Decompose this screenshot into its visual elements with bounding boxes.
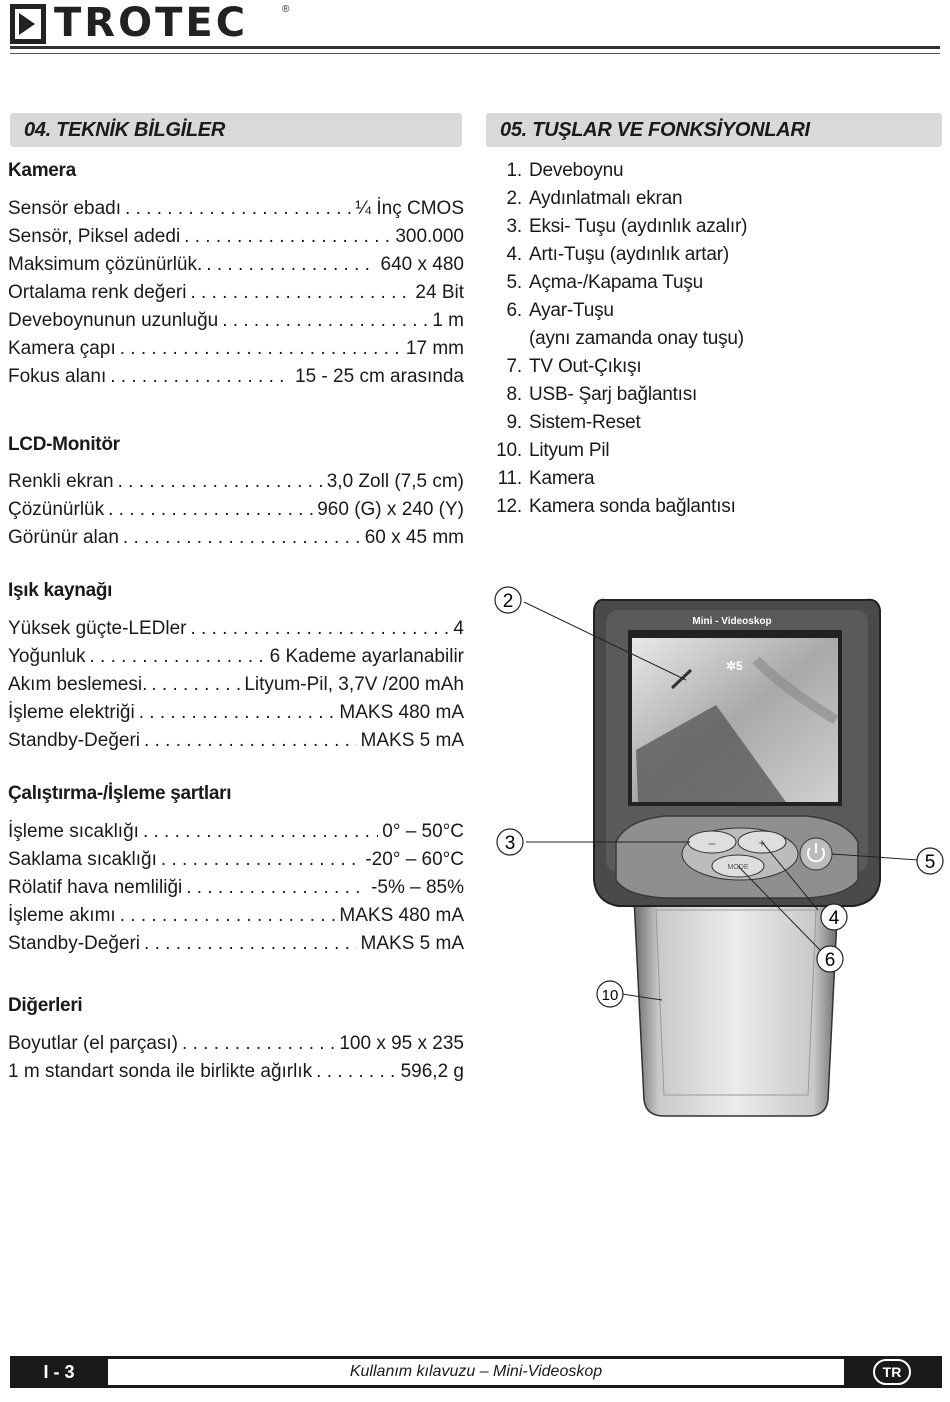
list-item: 10.Lityum Pil bbox=[496, 440, 610, 461]
list-item: 3.Eksi- Tuşu (aydınlık azalır) bbox=[506, 216, 748, 237]
tech-column-upper: Kamera Sensör ebadı¼ İnç CMOS Sensör, Pi… bbox=[8, 157, 464, 552]
svg-text:2: 2 bbox=[503, 591, 514, 612]
screen-gear-icon: ✲ bbox=[726, 659, 736, 673]
trotec-logo-mark-icon bbox=[10, 4, 46, 44]
registered-mark: ® bbox=[282, 4, 290, 15]
operating-section: Çalıştırma-/İşleme şartları İşleme sıcak… bbox=[8, 780, 464, 958]
callout-3: 3 bbox=[496, 828, 524, 856]
list-item: 1.Deveboynu bbox=[506, 160, 624, 181]
spec-row: Yüksek güçte-LEDler4 bbox=[8, 615, 464, 643]
spec-row: İşleme sıcaklığı0° – 50°C bbox=[8, 818, 464, 846]
other-section: Diğerleri Boyutlar (el parçası)100 x 95 … bbox=[8, 992, 464, 1086]
list-item: (aynı zamanda onay tuşu) bbox=[529, 328, 744, 349]
keys-heading: 05. TUŞLAR VE FONKSİYONLARI bbox=[486, 113, 942, 147]
spec-row: Kamera çapı17 mm bbox=[8, 335, 464, 363]
spec-row: Yoğunluk6 Kademe ayarlanabilir bbox=[8, 643, 464, 671]
power-button bbox=[799, 837, 833, 871]
list-item: 8.USB- Şarj bağlantısı bbox=[506, 384, 698, 405]
svg-text:3: 3 bbox=[505, 833, 516, 854]
spec-row: 1 m standart sonda ile birlikte ağırlık5… bbox=[8, 1058, 464, 1086]
callout-10: 10 bbox=[596, 980, 624, 1008]
spec-row: Ortalama renk değeri24 Bit bbox=[8, 279, 464, 307]
light-section: Işık kaynağı Yüksek güçte-LEDler4 Yoğunl… bbox=[8, 577, 464, 755]
spec-row: Saklama sıcaklığı-20° – 60°C bbox=[8, 846, 464, 874]
spec-row: Rölatif hava nemliliği-5% – 85% bbox=[8, 874, 464, 902]
camera-title: Kamera bbox=[8, 160, 76, 181]
spec-row: İşleme akımıMAKS 480 mA bbox=[8, 902, 464, 930]
lcd-title: LCD-Monitör bbox=[8, 434, 120, 455]
list-item: 7.TV Out-Çıkışı bbox=[506, 356, 642, 377]
footer-title: Kullanım kılavuzu – Mini-Videoskop bbox=[108, 1359, 844, 1385]
list-item: 5.Açma-/Kapama Tuşu bbox=[506, 272, 704, 293]
header-rule bbox=[10, 46, 940, 49]
svg-text:10: 10 bbox=[602, 987, 619, 1004]
spec-row: Sensör, Piksel adedi300.000 bbox=[8, 223, 464, 251]
spec-row: Standby-DeğeriMAKS 5 mA bbox=[8, 930, 464, 958]
page-number: I - 3 bbox=[43, 1362, 75, 1382]
power-icon bbox=[807, 843, 825, 863]
header-rule-thin bbox=[10, 53, 940, 54]
svg-text:5: 5 bbox=[925, 852, 936, 873]
plus-label: + bbox=[758, 836, 765, 850]
light-title: Işık kaynağı bbox=[8, 580, 113, 601]
spec-row: İşleme elektriğiMAKS 480 mA bbox=[8, 699, 464, 727]
callout-2: 2 bbox=[494, 586, 522, 614]
spec-row: Akım beslemesi.Lityum-Pil, 3,7V /200 mAh bbox=[8, 671, 464, 699]
spec-row: Deveboynunun uzunluğu1 m bbox=[8, 307, 464, 335]
device-handle bbox=[633, 897, 839, 1117]
operating-title: Çalıştırma-/İşleme şartları bbox=[8, 783, 232, 804]
svg-text:4: 4 bbox=[829, 908, 840, 929]
keys-list: 1.Deveboynu 2.Aydınlatmalı ekran 3.Eksi-… bbox=[486, 157, 747, 521]
callout-5: 5 bbox=[916, 847, 944, 875]
list-item: 4.Artı-Tuşu (aydınlık artar) bbox=[506, 244, 730, 265]
list-item: 9.Sistem-Reset bbox=[506, 412, 641, 433]
spec-row: Boyutlar (el parçası)100 x 95 x 235 bbox=[8, 1030, 464, 1058]
brand-name: TROTEC bbox=[54, 0, 249, 46]
callout-6: 6 bbox=[816, 945, 844, 973]
list-item: 12.Kamera sonda bağlantısı bbox=[496, 496, 736, 517]
list-item: 6.Ayar-Tuşu bbox=[506, 300, 614, 321]
minus-label: – bbox=[709, 836, 716, 850]
spec-row: Sensör ebadı¼ İnç CMOS bbox=[8, 195, 464, 223]
spec-row: Görünür alan60 x 45 mm bbox=[8, 524, 464, 552]
mode-label: MODE bbox=[728, 864, 749, 871]
tech-heading: 04. TEKNİK BİLGİLER bbox=[10, 113, 462, 147]
camera-specs: Sensör ebadı¼ İnç CMOS Sensör, Piksel ad… bbox=[8, 195, 464, 391]
list-item: 2.Aydınlatmalı ekran bbox=[506, 188, 683, 209]
videoscope-illustration: Mini - Videoskop ✲ 5 – + MODE 2 3 4 5 6 bbox=[494, 586, 944, 1117]
screen-brightness-level: 5 bbox=[736, 659, 743, 673]
language-badge: TR bbox=[873, 1359, 911, 1385]
spec-row: Standby-DeğeriMAKS 5 mA bbox=[8, 727, 464, 755]
device-label: Mini - Videoskop bbox=[692, 616, 771, 627]
list-item: 11.Kamera bbox=[497, 468, 595, 489]
spec-row: Çözünürlük960 (G) x 240 (Y) bbox=[8, 496, 464, 524]
spec-row: Maksimum çözünürlük.640 x 480 bbox=[8, 251, 464, 279]
callout-4: 4 bbox=[820, 903, 848, 931]
other-title: Diğerleri bbox=[8, 995, 83, 1016]
svg-text:6: 6 bbox=[825, 950, 836, 971]
spec-row: Fokus alanı15 - 25 cm arasında bbox=[8, 363, 464, 391]
